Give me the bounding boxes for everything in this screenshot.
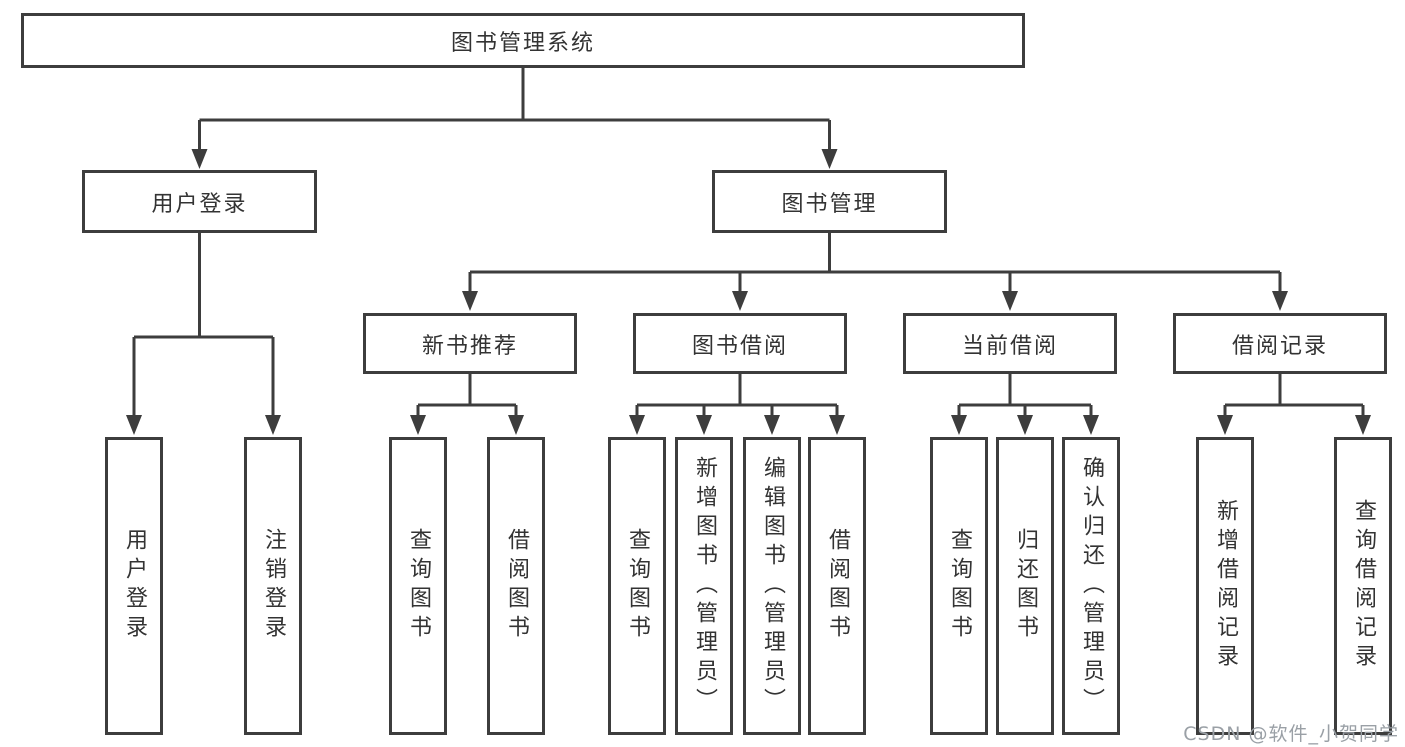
leaf-borrow-books-recommend: 借阅图书 (487, 437, 545, 735)
leaf-user-login: 用户登录 (105, 437, 163, 735)
connector-book-borrow-split (635, 374, 839, 417)
node-book-borrow: 图书借阅 (633, 313, 847, 374)
arrowhead (508, 415, 524, 435)
connector-user-login-split (132, 233, 275, 417)
connector-new-book-split (416, 374, 518, 417)
node-root-system: 图书管理系统 (21, 13, 1025, 68)
leaf-edit-books-admin: 编辑图书（管理员） (743, 437, 801, 735)
connector-root-split (198, 68, 831, 150)
arrowhead (732, 291, 748, 311)
leaf-label: 确认归还（管理员） (1079, 455, 1104, 717)
arrowhead (1017, 415, 1033, 435)
node-current-borrow: 当前借阅 (903, 313, 1117, 374)
arrowhead (1272, 291, 1288, 311)
leaf-return-books: 归还图书 (996, 437, 1054, 735)
arrowhead (462, 291, 478, 311)
node-user-login: 用户登录 (82, 170, 317, 233)
node-book-management: 图书管理 (712, 170, 947, 233)
leaf-label: 新增图书（管理员） (692, 455, 717, 717)
leaf-label: 注销登录 (261, 528, 286, 644)
node-borrow-records: 借阅记录 (1173, 313, 1387, 374)
node-new-book-recommend: 新书推荐 (363, 313, 577, 374)
arrowhead (629, 415, 645, 435)
leaf-query-books-current: 查询图书 (930, 437, 988, 735)
arrowhead (191, 149, 208, 169)
leaf-confirm-return-admin: 确认归还（管理员） (1062, 437, 1120, 735)
leaf-label: 借阅图书 (825, 528, 850, 644)
leaf-add-books-admin: 新增图书（管理员） (675, 437, 733, 735)
arrowhead (1355, 415, 1371, 435)
watermark-text: CSDN @软件_小贺同学 (1183, 723, 1399, 745)
leaf-borrow-books: 借阅图书 (808, 437, 866, 735)
arrowhead (1083, 415, 1099, 435)
arrowhead (265, 415, 281, 435)
leaf-label: 归还图书 (1013, 528, 1038, 644)
arrowhead (696, 415, 712, 435)
leaf-label: 新增借阅记录 (1213, 499, 1238, 673)
arrowhead (764, 415, 780, 435)
leaf-query-books-borrow: 查询图书 (608, 437, 666, 735)
arrowhead (1217, 415, 1233, 435)
leaf-label: 编辑图书（管理员） (760, 455, 785, 717)
arrowhead (410, 415, 426, 435)
leaf-label: 查询图书 (947, 528, 972, 644)
connector-book-management-split (468, 233, 1282, 293)
arrowhead (1002, 291, 1018, 311)
arrowhead (126, 415, 142, 435)
leaf-label: 查询图书 (625, 528, 650, 644)
leaf-query-books-recommend: 查询图书 (389, 437, 447, 735)
leaf-label: 用户登录 (122, 528, 147, 644)
leaf-label: 查询借阅记录 (1351, 499, 1376, 673)
leaf-label: 借阅图书 (504, 528, 529, 644)
leaf-query-borrow-record: 查询借阅记录 (1334, 437, 1392, 735)
leaf-label: 查询图书 (406, 528, 431, 644)
arrowhead (951, 415, 967, 435)
arrowhead (829, 415, 845, 435)
leaf-add-borrow-record: 新增借阅记录 (1196, 437, 1254, 735)
leaf-logout: 注销登录 (244, 437, 302, 735)
connector-current-borrow-split (957, 374, 1093, 417)
arrowhead (821, 149, 838, 169)
connector-borrow-records-split (1223, 374, 1365, 417)
